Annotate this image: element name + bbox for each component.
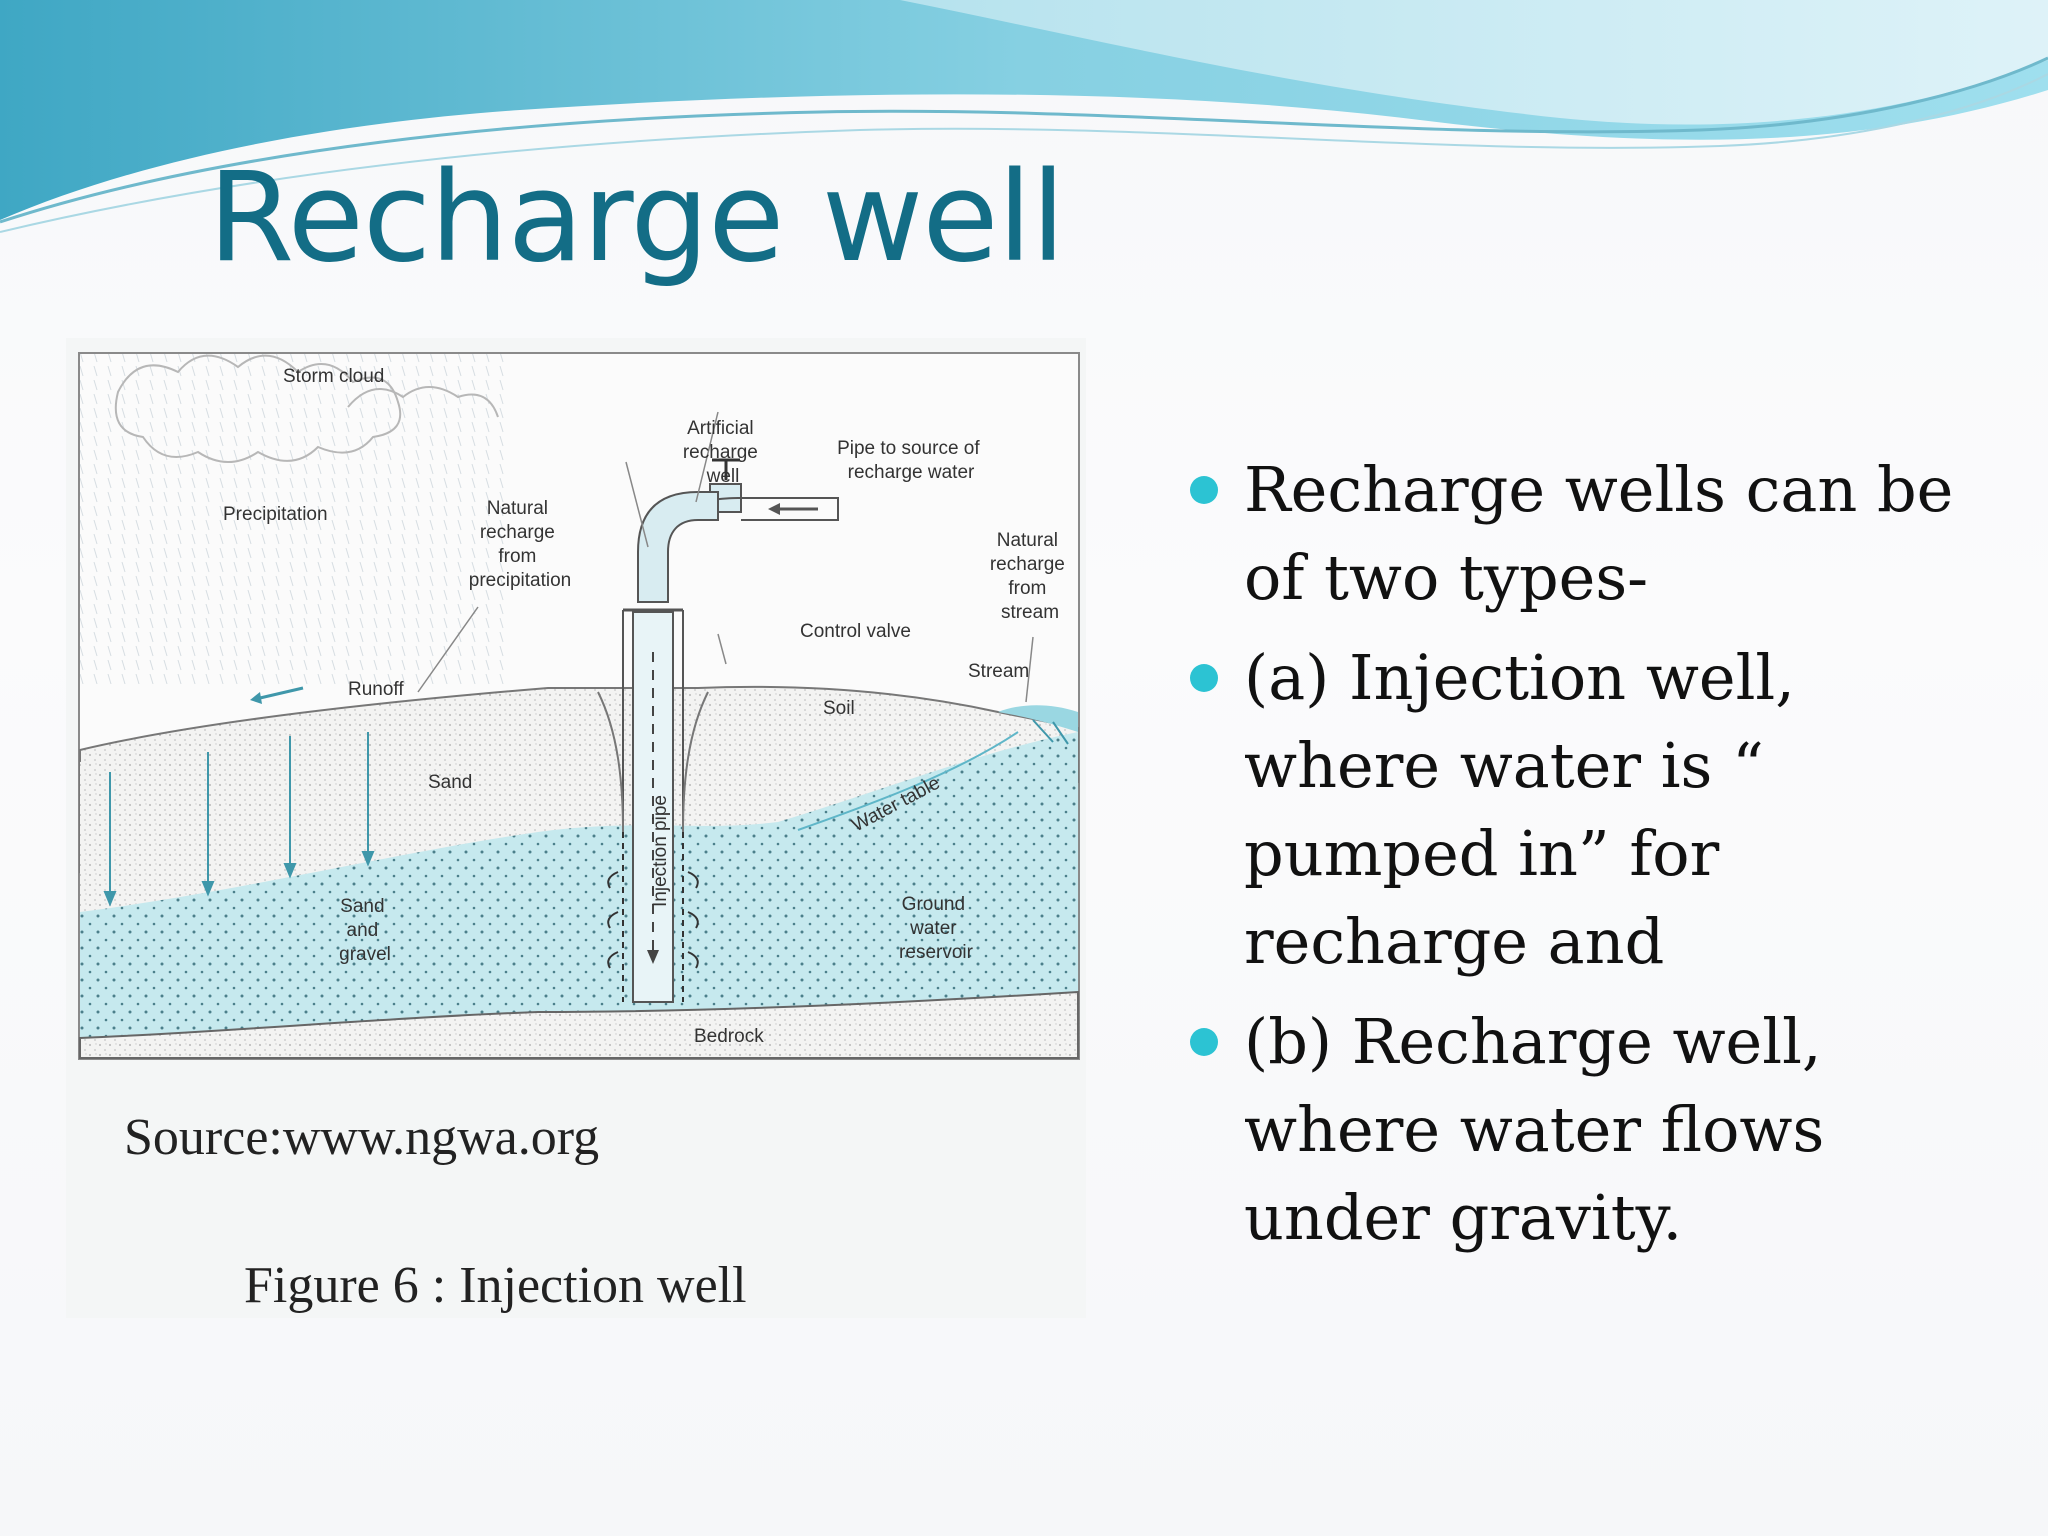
bullet-text: Recharge wells can be of two types- [1244, 453, 1954, 614]
injection-well [597, 458, 839, 1003]
figure-source: Source:www.ngwa.org [124, 1109, 600, 1166]
label-sand: Sand [428, 772, 472, 793]
label-ground-water: Ground water reservoir [899, 894, 974, 963]
leader-lines [417, 411, 1034, 703]
label-soil: Soil [823, 698, 855, 719]
bullet-item: (b) Recharge well, where water flows und… [1184, 998, 2004, 1262]
header-wave-decoration [0, 0, 2048, 233]
label-pipe-source: Pipe to source of recharge water [837, 438, 985, 483]
bullet-dot-icon [1190, 476, 1218, 504]
stream [998, 705, 1078, 732]
label-bedrock: Bedrock [694, 1026, 764, 1047]
bullet-item: (a) Injection well, where water is “ pum… [1184, 634, 2004, 986]
bullet-dot-icon [1190, 664, 1218, 692]
figure-caption: Figure 6 : Injection well [244, 1257, 747, 1314]
water-table-line [797, 731, 1019, 831]
bullet-text: (b) Recharge well, where water flows und… [1244, 1005, 1825, 1254]
storm-cloud [114, 354, 499, 463]
label-stream: Stream [968, 661, 1029, 682]
label-storm-cloud: Storm cloud [283, 366, 384, 387]
label-natural-recharge-precip: Natural recharge from precipitation [469, 498, 571, 591]
label-sand-gravel: Sand and gravel [339, 896, 391, 965]
runoff-arrow [250, 686, 304, 704]
injection-well-diagram: Storm cloud Precipitation Natural rechar… [78, 352, 1080, 1060]
label-injection-pipe: Injection pipe [650, 795, 671, 907]
label-precipitation: Precipitation [223, 504, 328, 525]
bedrock-layer [79, 990, 1079, 1059]
label-natural-recharge-stream: Natural recharge from stream [990, 530, 1070, 623]
bullet-item: Recharge wells can be of two types- [1184, 446, 2004, 622]
natural-recharge-arrows [103, 719, 1069, 907]
bullet-list: Recharge wells can be of two types- (a) … [1184, 446, 2004, 1274]
bullet-dot-icon [1190, 1028, 1218, 1056]
rain-area [80, 354, 510, 684]
label-artificial-well: Artificial recharge well [683, 418, 763, 487]
bullet-text: (a) Injection well, where water is “ pum… [1244, 641, 1795, 978]
slide-title: Recharge well [208, 146, 1065, 290]
label-control-valve: Control valve [800, 621, 911, 642]
label-runoff: Runoff [348, 679, 404, 700]
groundwater-layer [80, 732, 1078, 1038]
